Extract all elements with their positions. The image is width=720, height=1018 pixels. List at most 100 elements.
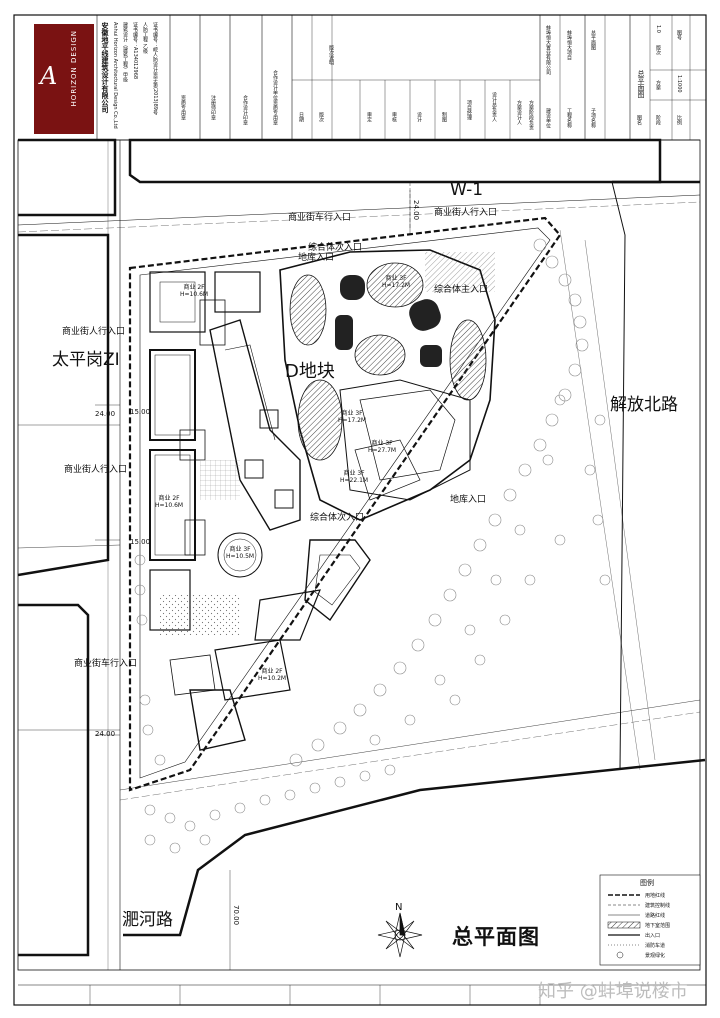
logo-icon: A [40, 62, 58, 90]
logo-text: HORIZON DESIGN [70, 30, 78, 107]
stage-value: 方案 [655, 80, 661, 90]
dimension-label: 24.00 [95, 410, 116, 418]
project-label: 工程名称 [566, 108, 572, 128]
entrance-label: 商业街人行入口 [62, 327, 126, 337]
tree-belt-south [144, 764, 396, 854]
scale-value: 1:1000 [676, 75, 682, 93]
legend-item: 道路红线 [645, 913, 666, 919]
entrance-label: 商业街车行入口 [74, 659, 138, 669]
west-commercial-buildings [149, 271, 261, 631]
block-east-edge [611, 181, 626, 771]
version-value: 1.0 [655, 25, 661, 33]
sign-chief: 方案阶段负责 [528, 100, 534, 130]
seal-registered: 注册师印章 [210, 95, 216, 120]
block-southwest [18, 603, 90, 957]
road-west: 太平岗ZI [52, 350, 120, 370]
address-line-4: 证书编号：皖人防设计资字第(2013)89号 [152, 22, 158, 115]
dimension-label: 15.00 [130, 408, 151, 416]
south-commercial-buildings [169, 539, 371, 751]
address-line-2: 证书编号：A134012968 [132, 22, 138, 80]
tree-belt-east [289, 238, 611, 767]
drawing-name: 总平面图 [637, 70, 645, 98]
road-east: 解放北路 [610, 395, 678, 415]
seal-cooperation-unit: 合作设计单位资质专用章 [272, 70, 278, 125]
block-northwest [18, 138, 117, 217]
entrance-label: 商业街人行入口 [434, 208, 498, 218]
drawing-label: 图名 [636, 115, 642, 125]
block-north [128, 138, 662, 184]
block-label: D地块 [285, 361, 335, 382]
legend-item: 消防车道 [645, 943, 666, 949]
company-name: 安徽地平线建筑设计有限公司 [101, 22, 109, 113]
tree-belt-west [134, 554, 166, 766]
sign-scheme: 方案设计人 [516, 100, 522, 125]
complex-main-building [279, 249, 496, 521]
client-label: 建设单位 [545, 108, 551, 128]
entrance-label: 地库入口 [298, 253, 335, 263]
company-logo [34, 24, 94, 134]
dimension-lines [95, 190, 411, 736]
sign-project-lead: 项目经理 [466, 100, 472, 120]
entrance-label: 综合体次入口 [308, 243, 363, 253]
legend-item: 用地红线 [645, 893, 666, 899]
legend-item: 景观绿化 [645, 953, 666, 959]
central-commercial-chain [209, 319, 301, 531]
rev-date-label: 日期 [298, 112, 304, 122]
legend-item: 地下室范围 [645, 923, 671, 929]
block-west [17, 233, 110, 577]
plan-title: 总平面图 [452, 925, 540, 949]
seal-cooperation: 合作设计印章 [242, 95, 248, 125]
sheet-no-label: 图号 [676, 30, 682, 40]
north-label: N [395, 902, 403, 913]
address-line-1: 建筑设计（建筑工程）甲级 [122, 22, 128, 82]
legend-item: 出入口 [645, 933, 661, 939]
project-name: 蚌埠恒大项目 [566, 30, 572, 60]
sign-review: 审核 [391, 112, 397, 122]
stage-label: 阶段 [655, 115, 661, 125]
legend-title: 图例 [640, 879, 654, 887]
round-plaza [217, 532, 263, 578]
sign-design: 设计 [416, 112, 422, 122]
dimension-label: 70.00 [232, 905, 240, 926]
road-north: W-1 [450, 180, 484, 200]
address-line-3: 人防工程 乙级 [142, 22, 148, 54]
company-name-en: Anhui Horizon Architectural Design Co.,L… [112, 22, 118, 129]
site-red-line [128, 216, 562, 792]
dimension-label: 24.00 [95, 730, 116, 738]
entrance-label: 综合体次入口 [310, 513, 365, 523]
compass-rose-icon [377, 912, 423, 958]
subproject-label: 子项名称 [590, 108, 596, 128]
dimension-label: 15.00 [130, 538, 151, 546]
version-label: 版次 [655, 45, 661, 55]
sign-check: 审定 [366, 112, 372, 122]
block-southeast [123, 758, 706, 937]
site-inner-line [139, 227, 551, 779]
client-name: 蚌埠恒大置业有限公司 [545, 25, 551, 75]
legend-item: 建筑控制线 [645, 903, 671, 909]
entrance-label: 地库入口 [450, 495, 487, 505]
watermark: 知乎 @蚌埠说楼市 [538, 981, 688, 1002]
rev-desc-label: 版次说明 [328, 45, 334, 65]
dimension-label: 24.00 [412, 200, 420, 221]
scale-label: 比例 [676, 115, 682, 125]
outer-frame [13, 14, 707, 1006]
entrance-label: 商业街人行入口 [64, 465, 128, 475]
entrance-label: 商业街车行入口 [288, 213, 352, 223]
sign-design-lead: 设计总负责人 [491, 92, 497, 122]
subproject-name: 总平面图 [590, 30, 596, 50]
rev-no-label: 版次 [318, 112, 324, 122]
legend-box [599, 874, 701, 966]
inner-frame [17, 139, 701, 971]
road-south: 淝河路 [122, 910, 173, 930]
sign-draw: 制图 [441, 112, 447, 122]
